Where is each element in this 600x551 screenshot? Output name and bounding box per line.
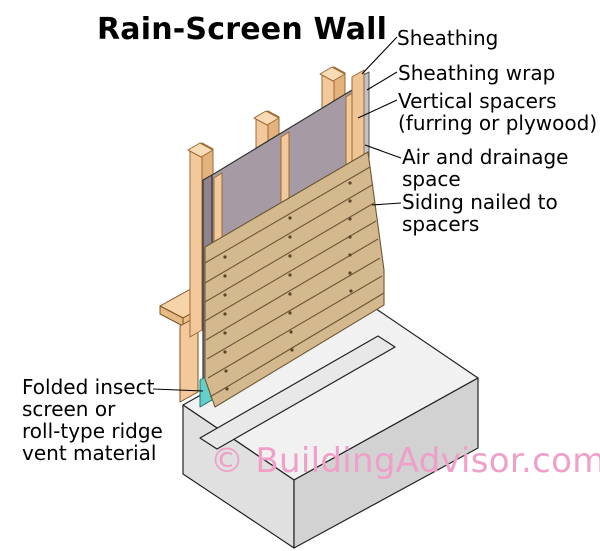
concrete-foundation xyxy=(182,301,479,549)
label-insect-screen-line-3: roll-type ridge xyxy=(22,419,163,443)
label-vertical-spacers: Vertical spacers (furring or plywood) xyxy=(398,90,597,134)
label-air-drainage-space: Air and drainage space xyxy=(402,146,568,190)
label-sheathing-wrap: Sheathing wrap xyxy=(398,62,555,84)
leader-lines xyxy=(152,36,402,392)
label-sheathing-text: Sheathing xyxy=(397,26,499,50)
label-insect-screen-line-2: screen or xyxy=(22,397,116,421)
label-siding-line-2: spacers xyxy=(402,212,480,236)
label-air-drainage-line-1: Air and drainage xyxy=(402,145,569,169)
label-insect-screen-line-1: Folded insect xyxy=(22,375,155,399)
diagram-title: Rain-Screen Wall xyxy=(97,12,388,47)
label-sheathing-wrap-text: Sheathing wrap xyxy=(398,61,556,85)
watermark: © BuildingAdvisor.com xyxy=(210,441,600,481)
label-insect-screen: Folded insect screen or roll-type ridge … xyxy=(22,376,163,464)
label-siding-line-1: Siding nailed to xyxy=(402,190,558,214)
label-vertical-spacers-line-1: Vertical spacers xyxy=(398,89,557,113)
label-vertical-spacers-line-2: (furring or plywood) xyxy=(398,111,598,135)
label-insect-screen-line-4: vent material xyxy=(22,441,157,465)
siding xyxy=(204,151,385,408)
label-sheathing: Sheathing xyxy=(397,27,498,49)
label-siding: Siding nailed to spacers xyxy=(402,191,558,235)
label-air-drainage-line-2: space xyxy=(402,167,461,191)
